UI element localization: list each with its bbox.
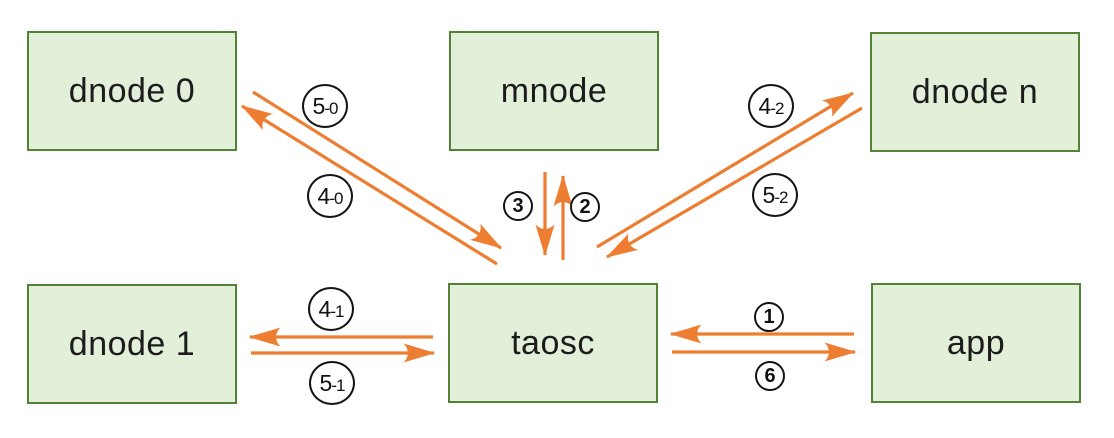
node-mnode: mnode: [449, 31, 659, 151]
edge-label-5-2-text: 5-2: [762, 181, 789, 208]
node-dnode-n-label: dnode n: [911, 72, 1039, 111]
edge-label-4-2: 4-2: [748, 84, 794, 128]
node-taosc-label: taosc: [511, 323, 595, 362]
edge-label-4-1: 4-1: [308, 287, 354, 331]
node-mnode-label: mnode: [500, 71, 608, 110]
node-dnode-0-label: dnode 0: [68, 71, 196, 110]
edge-label-2-text: 2: [579, 196, 591, 218]
node-app-label: app: [946, 323, 1006, 362]
arrow-5-2: [605, 106, 863, 259]
edge-label-1-text: 1: [763, 306, 775, 328]
edge-label-4-2-text: 4-2: [758, 92, 785, 119]
node-app: app: [871, 283, 1081, 403]
edge-label-2: 2: [570, 192, 600, 222]
node-dnode-1-label: dnode 1: [68, 324, 196, 363]
edge-label-1: 1: [754, 302, 784, 332]
edge-label-6: 6: [755, 361, 785, 391]
arrow-4-0: [240, 104, 498, 266]
edge-label-5-1: 5-1: [309, 361, 355, 405]
edge-label-5-2: 5-2: [752, 173, 798, 217]
edge-label-5-0: 5-0: [302, 84, 348, 128]
edge-label-4-1-text: 4-1: [318, 295, 345, 322]
edge-label-3: 3: [503, 191, 533, 221]
arrow-5-0: [252, 90, 503, 250]
arrow-4-2: [596, 91, 855, 249]
edge-label-5-0-text: 5-0: [312, 92, 339, 119]
edge-label-4-0-text: 4-0: [317, 182, 344, 209]
node-taosc: taosc: [448, 283, 658, 403]
node-dnode-0: dnode 0: [27, 31, 237, 151]
edge-label-5-1-text: 5-1: [319, 369, 346, 396]
node-dnode-n: dnode n: [870, 32, 1080, 152]
node-dnode-1: dnode 1: [27, 284, 237, 404]
edge-label-4-0: 4-0: [307, 174, 353, 218]
edge-label-3-text: 3: [512, 195, 524, 217]
edge-label-6-text: 6: [764, 365, 776, 387]
